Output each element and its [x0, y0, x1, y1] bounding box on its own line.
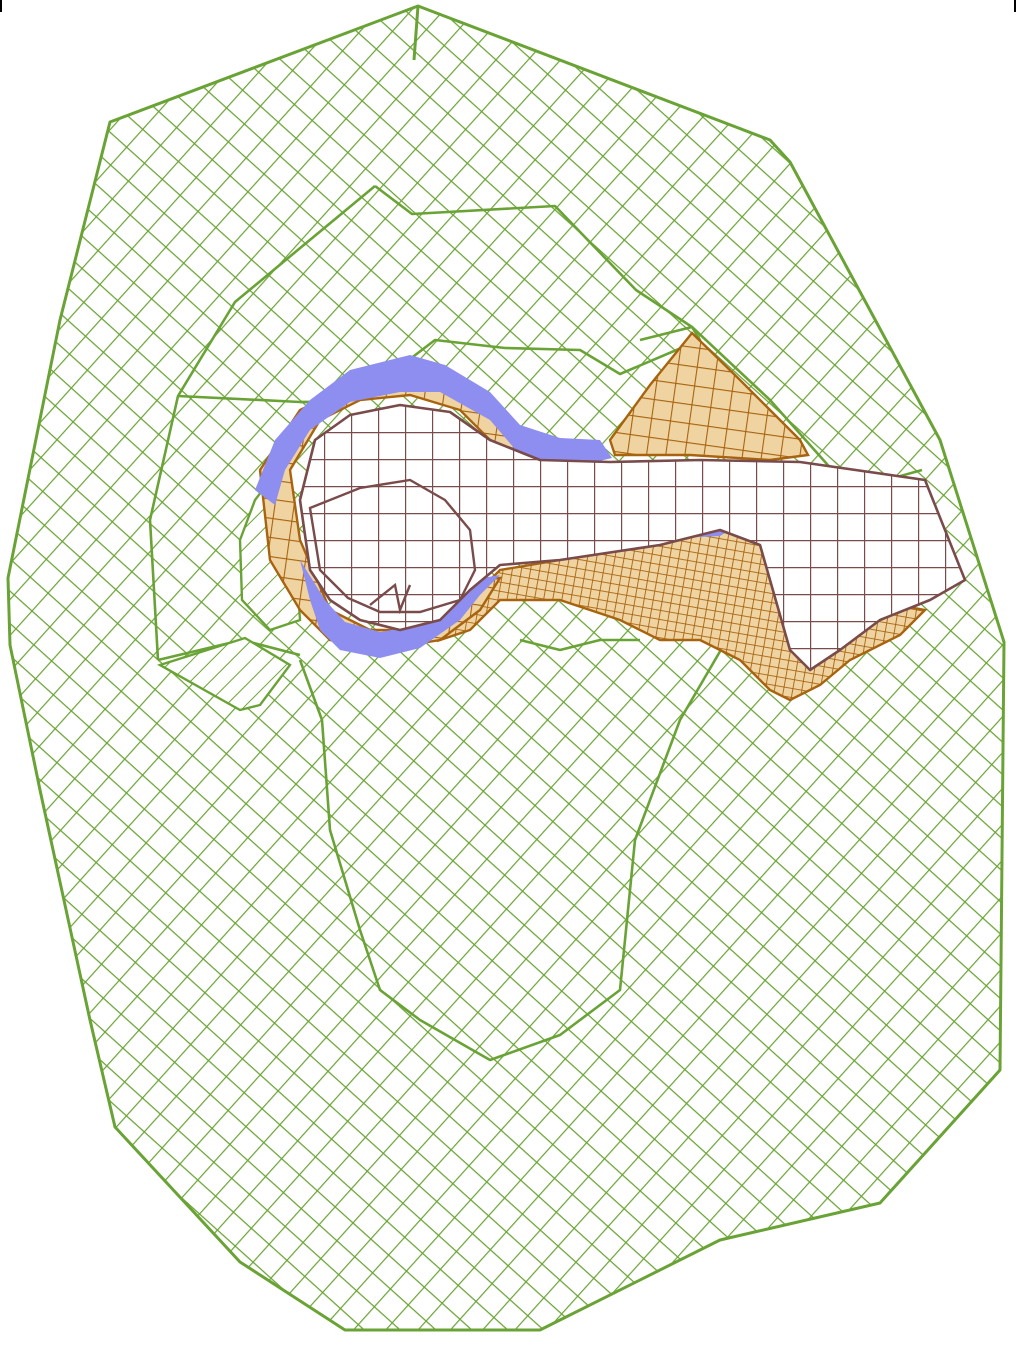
brown-core-region: [298, 403, 967, 672]
brown-inner-ring: [308, 478, 477, 614]
top-seam-line: [412, 5, 420, 61]
hatch-patch-2: [157, 636, 292, 712]
blue-lower-band: [300, 560, 500, 658]
inner-boundary-line-7: [519, 638, 640, 652]
inner-boundary-line-3: [148, 184, 376, 661]
inner-boundary-line-5: [298, 647, 724, 1062]
brown-core-polygon: [298, 403, 967, 672]
top-right-tick-mark: [1014, 0, 1016, 12]
outer-mesh-polygon: [6, 4, 1006, 1332]
blue-upper-band: [255, 355, 612, 505]
outer-green-region: [6, 4, 1006, 1332]
top-left-tick-mark: [0, 0, 2, 12]
brown-zigzag: [369, 582, 412, 615]
orange-upper-patch: [608, 331, 810, 462]
